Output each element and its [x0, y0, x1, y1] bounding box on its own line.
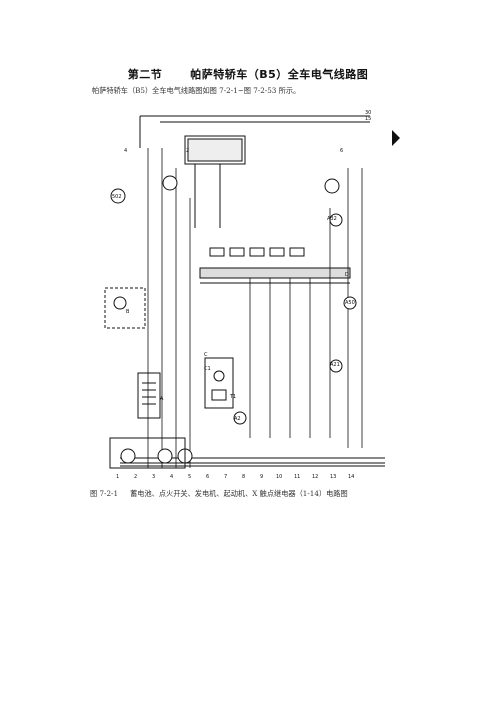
svg-text:A2: A2 [234, 416, 241, 422]
figure-caption: 图 7-2-1 蓄电池、点火开关、发电机、起动机、X 触点继电器（1-14）电路图 [90, 489, 348, 499]
section-heading: 第二节 帕萨特轿车（B5）全车电气线路图 [0, 66, 496, 82]
intro-paragraph: 帕萨特轿车（B5）全车电气线路图如图 7-2-1~图 7-2-53 所示。 [92, 86, 301, 95]
svg-text:14: 14 [348, 474, 354, 480]
svg-text:4: 4 [170, 474, 173, 480]
svg-text:T1: T1 [229, 394, 236, 400]
svg-text:502: 502 [112, 194, 122, 200]
svg-text:5: 5 [188, 474, 191, 480]
svg-text:12: 12 [312, 474, 318, 480]
svg-text:C: C [204, 352, 208, 358]
fuse-row [209, 247, 305, 257]
svg-text:A32: A32 [327, 216, 337, 222]
svg-text:A21: A21 [330, 362, 340, 368]
svg-text:15: 15 [365, 116, 371, 122]
svg-text:C1: C1 [204, 366, 211, 372]
svg-text:6: 6 [206, 474, 209, 480]
svg-text:1: 1 [116, 474, 119, 480]
svg-text:A50: A50 [345, 300, 355, 306]
section-number: 第二节 [127, 68, 163, 81]
ground-strap [109, 437, 186, 469]
section-title: 帕萨特轿车（B5）全车电气线路图 [190, 68, 369, 81]
svg-text:10: 10 [276, 474, 282, 480]
wiring-diagram: 30 15 4 2 6 502 B A C C1 D A32 A50 A21 A… [100, 108, 400, 483]
figure-number: 图 7-2-1 [90, 489, 119, 498]
diagram-text: 30 15 4 2 6 502 B A C C1 D A32 A50 A21 A… [112, 110, 371, 422]
svg-text:30: 30 [365, 110, 371, 116]
svg-text:7: 7 [224, 474, 227, 480]
svg-text:9: 9 [260, 474, 263, 480]
page-tab-arrow [392, 130, 400, 146]
svg-text:11: 11 [294, 474, 300, 480]
battery-component [137, 372, 161, 419]
svg-text:D: D [345, 272, 349, 278]
svg-text:4: 4 [124, 148, 127, 154]
ignition-switch-block [184, 135, 246, 228]
svg-text:13: 13 [330, 474, 336, 480]
svg-text:3: 3 [152, 474, 155, 480]
vertical-wires [147, 148, 363, 468]
starter-component [204, 357, 234, 409]
svg-text:A: A [160, 396, 164, 402]
wiring-diagram-svg: 30 15 4 2 6 502 B A C C1 D A32 A50 A21 A… [104, 110, 400, 480]
component-circles [110, 175, 357, 464]
figure-caption-text: 蓄电池、点火开关、发电机、起动机、X 触点继电器（1-14）电路图 [130, 489, 348, 498]
svg-text:B: B [126, 309, 130, 315]
svg-text:2: 2 [134, 474, 137, 480]
central-connector-bar [199, 267, 351, 284]
svg-text:8: 8 [242, 474, 245, 480]
alternator-component [104, 287, 146, 329]
svg-text:6: 6 [340, 148, 343, 154]
svg-text:2: 2 [186, 148, 189, 154]
